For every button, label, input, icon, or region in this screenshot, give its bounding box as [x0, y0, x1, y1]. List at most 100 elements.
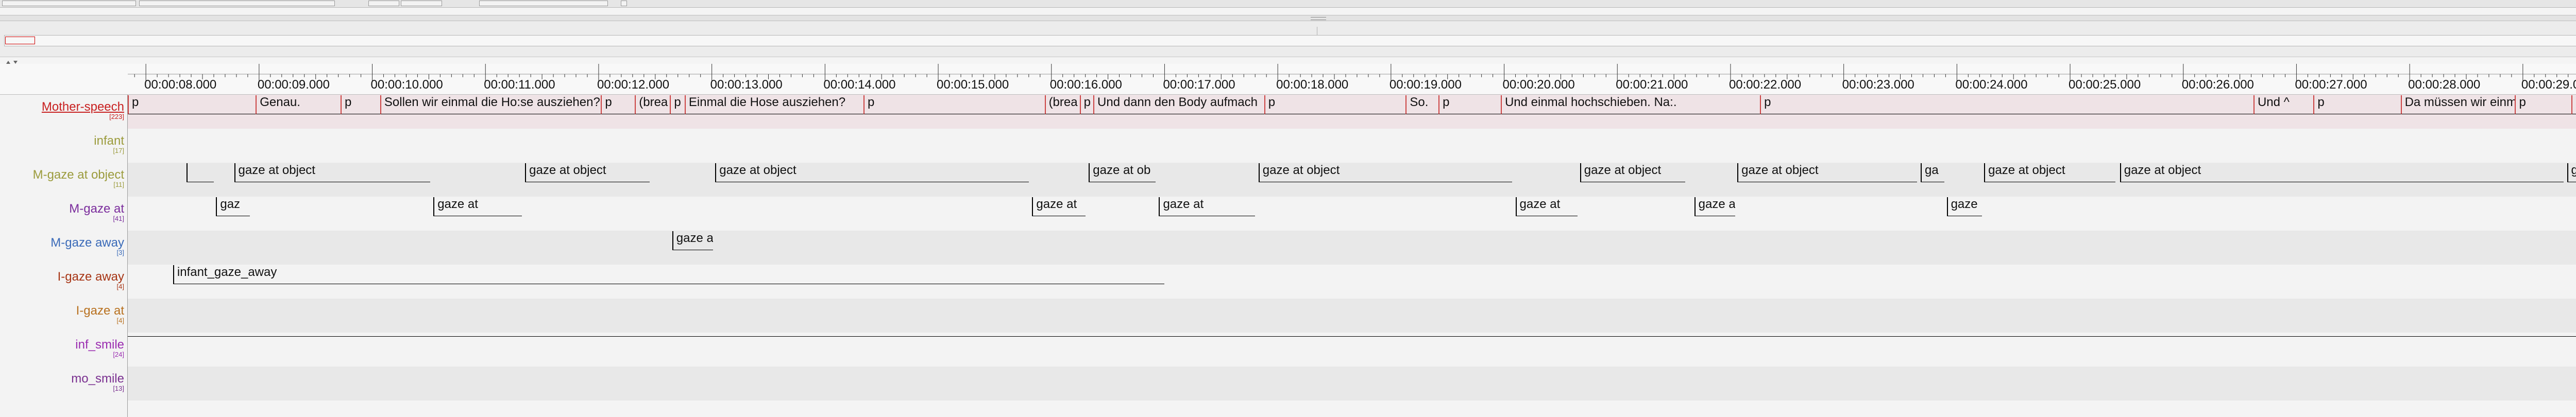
tier-name: infant: [94, 134, 124, 148]
annotation-segment[interactable]: gaze at: [433, 197, 522, 216]
annotation-segment[interactable]: Sollen wir einmal die Ho:se ausziehen?: [380, 95, 601, 114]
overview-viewport-thumb[interactable]: [5, 37, 35, 44]
tier-track[interactable]: gaz gaze at gaze at gaze at gaze at gaze at ga…: [128, 197, 2576, 231]
annotation-segment[interactable]: ga: [1921, 163, 1945, 182]
overview-track[interactable]: [4, 35, 2576, 46]
annotation-segment[interactable]: gaze at object: [1258, 163, 1512, 182]
annotation-segment[interactable]: p: [863, 95, 1045, 114]
annotation-segment[interactable]: p: [128, 95, 256, 114]
annotation-segment[interactable]: Und dann den Body aufmach: [1093, 95, 1264, 114]
toolbar-button-group[interactable]: [479, 1, 608, 6]
annotation-segment[interactable]: infant_gaze_away: [173, 265, 1165, 284]
annotation-segment[interactable]: gaze at: [1032, 197, 1086, 216]
annotation-segment[interactable]: p: [2313, 95, 2401, 114]
annotation-segment[interactable]: die: [2571, 95, 2576, 114]
annotation-segment[interactable]: gaze at ob: [1089, 163, 1156, 182]
annotation-segment[interactable]: gaze awa: [672, 231, 713, 250]
tier-name: inf_smile: [75, 338, 124, 352]
annotation-segment[interactable]: p: [1438, 95, 1501, 114]
annotation-segment[interactable]: gaz: [216, 197, 250, 216]
toolbar-button[interactable]: [368, 1, 399, 6]
tier-track[interactable]: [128, 367, 2576, 401]
annotation-text: gaz: [220, 197, 241, 211]
annotation-segment[interactable]: So.: [1405, 95, 1439, 114]
tier-label[interactable]: I-gaze at[4]: [76, 304, 124, 324]
toolbar-checkbox[interactable]: [621, 1, 627, 6]
tier-track[interactable]: [128, 333, 2576, 367]
annotation-segment[interactable]: p: [341, 95, 380, 114]
tier-annotation-count: [24]: [113, 351, 124, 359]
annotation-text: gaze at object: [1741, 163, 1819, 177]
annotation-segment[interactable]: p: [601, 95, 635, 114]
splitter-grip-icon[interactable]: [1311, 17, 1326, 20]
annotation-segment[interactable]: (brea: [1044, 95, 1080, 114]
tier-label[interactable]: M-gaze at object[11]: [33, 168, 124, 188]
annotation-segment[interactable]: Und einmal hochschieben. Na:.: [1500, 95, 1760, 114]
tier-label[interactable]: I-gaze away[4]: [58, 270, 124, 290]
annotation-segment[interactable]: p: [1264, 95, 1406, 114]
toolbar-button-group[interactable]: [139, 1, 335, 6]
tier-annotation-count: [223]: [109, 113, 124, 121]
annotation-segment[interactable]: [187, 163, 214, 182]
annotation-segment[interactable]: (brea: [635, 95, 670, 114]
annotation-text: p: [2519, 95, 2526, 109]
ruler-tick-label: 00:00:23.000: [1842, 78, 1914, 92]
annotation-segment[interactable]: gaze: [1946, 197, 1982, 216]
pane-splitter[interactable]: [0, 15, 2576, 21]
ruler-tick-label: 00:00:20.000: [1503, 78, 1575, 92]
annotation-segment[interactable]: [128, 333, 2576, 337]
toolbar-button[interactable]: [401, 1, 442, 6]
tier-label[interactable]: infant[17]: [94, 134, 124, 154]
tier-label[interactable]: Mother-speech[223]: [42, 100, 124, 120]
tier-label[interactable]: mo_smile[13]: [71, 372, 124, 392]
tier-label[interactable]: M-gaze at[41]: [69, 202, 124, 222]
annotation-segment[interactable]: Und ^: [2253, 95, 2314, 114]
annotation-segment[interactable]: Einmal die Hose ausziehen?: [684, 95, 864, 114]
tier-name: Mother-speech: [41, 100, 124, 114]
annotation-segment[interactable]: p: [1760, 95, 2253, 114]
tier-track[interactable]: [128, 299, 2576, 333]
toolbar-button-group[interactable]: [2, 1, 136, 6]
toolbar: [0, 0, 2576, 8]
annotation-segment[interactable]: gaze at: [1515, 197, 1578, 216]
annotation-text: p: [868, 95, 875, 109]
annotation-segment[interactable]: gaze at object: [1984, 163, 2115, 182]
annotation-segment[interactable]: gaze at: [1159, 197, 1256, 216]
ruler-tick-label: 00:00:11.000: [484, 78, 555, 92]
annotation-text: gaze at object: [2571, 163, 2576, 178]
annotation-text: p: [345, 95, 352, 109]
annotation-segment[interactable]: gaze at: [1694, 197, 1735, 216]
tier-names-panel: Mother-speech[223] infant[17] M-gaze at ob…: [0, 95, 128, 417]
annotation-segment[interactable]: p: [1079, 95, 1094, 114]
annotation-segment[interactable]: p: [670, 95, 685, 114]
annotation-segment[interactable]: gaze at object: [715, 163, 1029, 182]
annotation-segment[interactable]: gaze at object: [2567, 163, 2576, 182]
annotation-text: Sollen wir einmal die Ho:se ausziehen?: [384, 95, 600, 109]
tier-annotation-count: [4]: [116, 317, 124, 325]
tier-label[interactable]: inf_smile[24]: [75, 338, 124, 358]
tier-track[interactable]: [128, 129, 2576, 163]
collapse-arrows-icon[interactable]: [5, 58, 26, 64]
annotation-text: infant_gaze_away: [177, 265, 277, 279]
tier-track[interactable]: gaze awa: [128, 231, 2576, 265]
tier-track[interactable]: gaze at object gaze at object gaze at obje…: [128, 163, 2576, 197]
tier-label[interactable]: M-gaze away[3]: [50, 236, 124, 256]
annotation-segment[interactable]: p: [2515, 95, 2572, 114]
annotation-segment[interactable]: Da müssen wir einm: [2400, 95, 2515, 114]
annotation-segment[interactable]: gaze at object: [2120, 163, 2564, 182]
annotation-segment[interactable]: gaze at object: [1580, 163, 1686, 182]
tier-annotation-count: [11]: [113, 181, 124, 189]
tier-track[interactable]: infant_gaze_away: [128, 265, 2576, 299]
annotation-text: p: [1443, 95, 1450, 109]
ruler-tick-label: 00:00:28.000: [2408, 78, 2480, 92]
annotation-segment[interactable]: Genau.: [256, 95, 341, 114]
ruler-tick-label: 00:00:13.000: [710, 78, 783, 92]
ruler-tick-label: 00:00:22.000: [1729, 78, 1801, 92]
annotation-segment[interactable]: gaze at object: [525, 163, 650, 182]
annotation-text: (brea: [639, 95, 668, 109]
annotation-segment[interactable]: gaze at object: [234, 163, 430, 182]
annotation-segment[interactable]: gaze at object: [1737, 163, 1918, 182]
